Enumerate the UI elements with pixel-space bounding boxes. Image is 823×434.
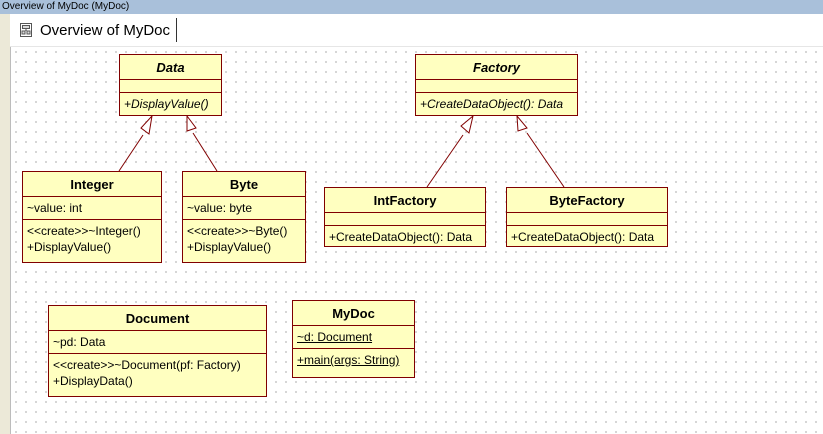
class-name: MyDoc — [293, 301, 414, 326]
operation: +DisplayValue() — [187, 240, 272, 254]
attributes-compartment: ~value: int — [23, 197, 161, 220]
operation: +main(args: String) — [297, 353, 400, 367]
operation: <<create>>~Integer() — [27, 224, 141, 238]
operations-compartment: +main(args: String) — [293, 349, 414, 371]
class-diagram-icon — [20, 23, 32, 37]
operation: <<create>>~Document(pf: Factory) — [53, 358, 241, 372]
class-document[interactable]: Document ~pd: Data <<create>>~Document(p… — [48, 305, 267, 397]
operation: +DisplayValue() — [27, 240, 112, 254]
class-bytefactory[interactable]: ByteFactory +CreateDataObject(): Data — [506, 187, 668, 247]
attribute: ~d: Document — [297, 330, 373, 344]
operations-compartment: <<create>>~Integer() +DisplayValue() — [23, 220, 161, 258]
class-mydoc[interactable]: MyDoc ~d: Document +main(args: String) — [292, 300, 415, 378]
attributes-compartment: ~pd: Data — [49, 331, 266, 354]
class-name: Integer — [23, 172, 161, 197]
window-title: Overview of MyDoc (MyDoc) — [2, 1, 130, 12]
class-integer[interactable]: Integer ~value: int <<create>>~Integer()… — [22, 171, 162, 263]
tab-overview-of-mydoc[interactable]: Overview of MyDoc — [18, 18, 178, 42]
attribute: ~value: int — [27, 201, 83, 215]
class-intfactory[interactable]: IntFactory +CreateDataObject(): Data — [324, 187, 486, 247]
class-name: Byte — [183, 172, 305, 197]
left-panel-edge — [0, 14, 11, 434]
operation: <<create>>~Byte() — [187, 224, 288, 238]
class-name: ByteFactory — [507, 188, 667, 213]
class-name: IntFactory — [325, 188, 485, 213]
operations-compartment: <<create>>~Byte() +DisplayValue() — [183, 220, 305, 258]
attributes-compartment: ~value: byte — [183, 197, 305, 220]
operation: +CreateDataObject(): Data — [329, 230, 473, 244]
operation: +DisplayData() — [53, 374, 133, 388]
attribute: ~value: byte — [187, 201, 253, 215]
operation: +DisplayValue() — [124, 97, 209, 111]
class-name: Document — [49, 306, 266, 331]
operations-compartment: +CreateDataObject(): Data — [325, 226, 485, 248]
tab-bar: Overview of MyDoc — [10, 14, 823, 47]
attribute: ~pd: Data — [53, 335, 106, 349]
window-titlebar: Overview of MyDoc (MyDoc) — [0, 0, 823, 15]
class-byte[interactable]: Byte ~value: byte <<create>>~Byte() +Dis… — [182, 171, 306, 263]
operation: +CreateDataObject(): Data — [511, 230, 655, 244]
class-factory[interactable]: Factory +CreateDataObject(): Data — [415, 54, 578, 116]
class-data[interactable]: Data +DisplayValue() — [119, 54, 222, 116]
operations-compartment: +DisplayValue() — [120, 93, 221, 115]
operation: +CreateDataObject(): Data — [420, 97, 564, 111]
operations-compartment: +CreateDataObject(): Data — [507, 226, 667, 248]
attributes-compartment — [120, 80, 221, 93]
tab-label: Overview of MyDoc — [40, 21, 171, 39]
class-name: Factory — [416, 55, 577, 80]
attributes-compartment — [325, 213, 485, 226]
operations-compartment: +CreateDataObject(): Data — [416, 93, 577, 115]
attributes-compartment — [507, 213, 667, 226]
class-name: Data — [120, 55, 221, 80]
attributes-compartment — [416, 80, 577, 93]
operations-compartment: <<create>>~Document(pf: Factory) +Displa… — [49, 354, 266, 392]
attributes-compartment: ~d: Document — [293, 326, 414, 349]
